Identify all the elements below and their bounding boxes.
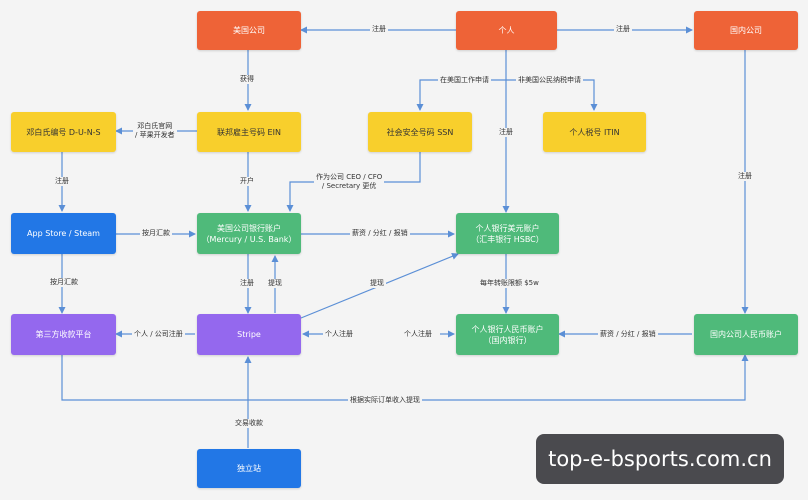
node-appstore: App Store / Steam (11, 213, 116, 254)
node-ssn: 社会安全号码 SSN (368, 112, 472, 152)
label-register-duns: 注册 (53, 177, 71, 186)
label-register-top2: 注册 (614, 25, 632, 34)
node-domestic-company: 国内公司 (694, 11, 798, 50)
node-individual: 个人 (456, 11, 557, 50)
label-transaction: 交易收款 (233, 419, 265, 428)
label-duns-apply: 邓白氏官网 / 苹果开发者 (133, 122, 177, 140)
label-obtain: 获得 (238, 75, 256, 84)
node-standalone: 独立站 (197, 449, 301, 488)
node-itin: 个人税号 ITIN (543, 112, 646, 152)
node-us-bank: 美国公司银行账户 （Mercury / U.S. Bank） (197, 213, 301, 254)
label-register-individual: 注册 (497, 128, 515, 137)
node-ein: 联邦雇主号码 EIN (197, 112, 301, 152)
label-non-us-tax: 非美国公民纳税申请 (516, 76, 583, 85)
label-withdraw-diag: 提现 (368, 279, 386, 288)
label-salary-dividend2: 薪资 / 分红 / 报销 (598, 330, 658, 339)
watermark: top-e-bsports.com.cn (536, 434, 784, 484)
node-us-company: 美国公司 (197, 11, 301, 50)
node-personal-rmb: 个人银行人民币账户 （国内银行） (456, 314, 559, 355)
label-monthly-remit: 按月汇款 (140, 229, 172, 238)
node-third-party: 第三方收款平台 (11, 314, 116, 355)
node-duns: 邓白氏编号 D-U-N-S (11, 112, 116, 152)
node-stripe: Stripe (197, 314, 301, 355)
label-order-withdraw: 根据实际订单收入提现 (348, 396, 422, 405)
label-register-domestic: 注册 (736, 172, 754, 181)
label-register-top: 注册 (370, 25, 388, 34)
label-withdraw: 提现 (266, 279, 284, 288)
edge-order-withdraw (61, 354, 749, 401)
label-monthly-remit2: 按月汇款 (48, 278, 80, 287)
node-personal-usd: 个人银行美元账户 （汇丰银行 HSBC） (456, 213, 559, 254)
label-personal-register: 个人注册 (323, 330, 355, 339)
label-ceo-change: 作为公司 CEO / CFO / Secretary 更优 (314, 173, 385, 191)
label-salary-dividend: 薪资 / 分红 / 报销 (350, 229, 410, 238)
label-personal-register2: 个人注册 (402, 330, 434, 339)
label-us-work: 在美国工作申请 (438, 76, 491, 85)
label-open-account: 开户 (238, 177, 256, 186)
node-domestic-bank: 国内公司人民币账户 (694, 314, 798, 355)
label-personal-company-register: 个人 / 公司注册 (132, 330, 185, 339)
label-annual-limit: 每年转账限额 $5w (478, 279, 541, 288)
label-register-stripe: 注册 (238, 279, 256, 288)
